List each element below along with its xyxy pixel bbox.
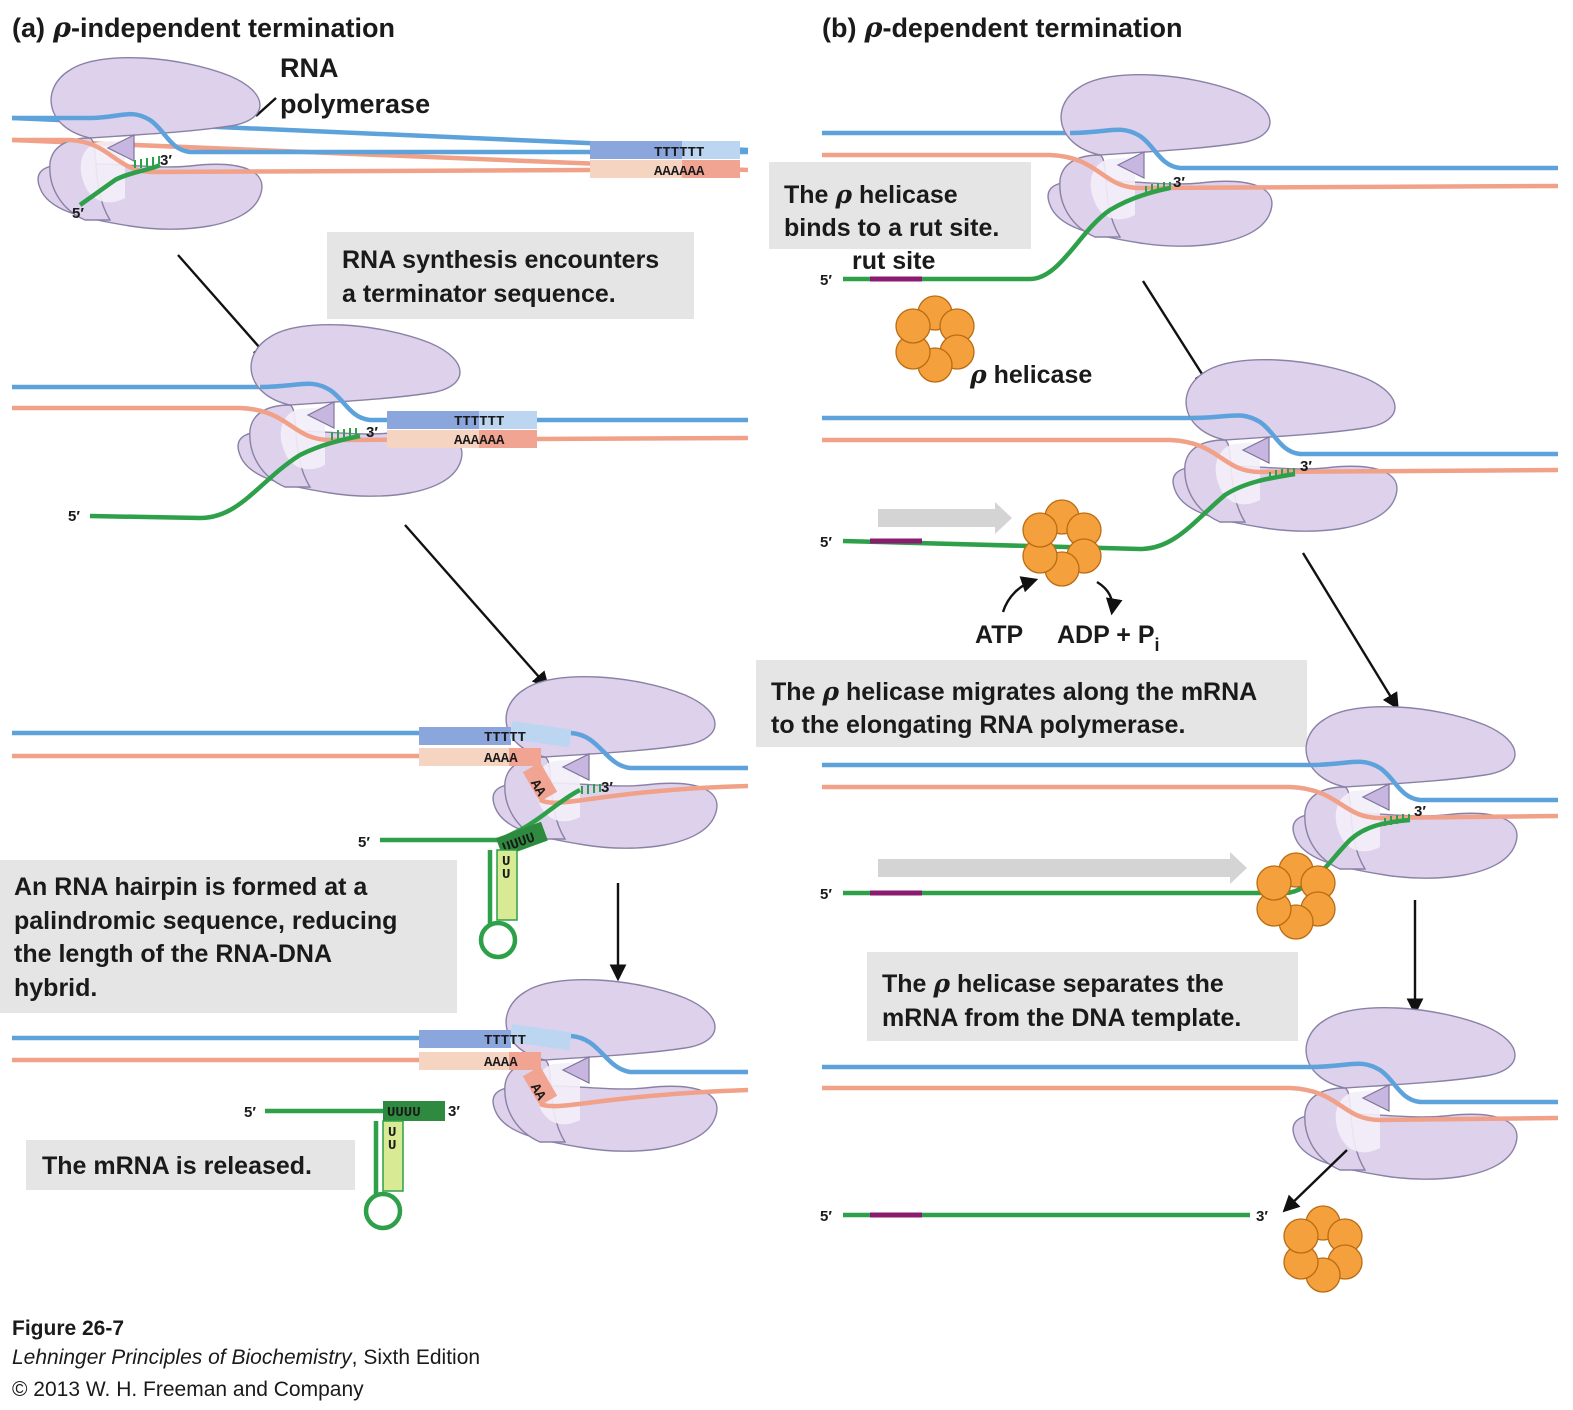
svg-text:5′: 5′ <box>820 272 832 289</box>
stage-b2: 3′ 5′ <box>820 358 1559 616</box>
panel-a-title: (a)ρ-independent termination <box>12 13 395 44</box>
svg-text:U: U <box>502 854 510 870</box>
rut-site-label: rut site <box>852 247 935 275</box>
svg-text:TTTTT: TTTTT <box>484 730 526 746</box>
svg-text:The mRNA is released.: The mRNA is released. <box>42 1152 312 1180</box>
caption-box-a3 <box>26 1140 355 1190</box>
svg-text:The ρ helicase migrates along: The ρ helicase migrates along the mRNA <box>771 677 1257 706</box>
svg-text:palindromic sequence, reducing: palindromic sequence, reducing <box>14 907 397 935</box>
svg-text:3′: 3′ <box>1173 174 1185 191</box>
svg-text:AAAA: AAAA <box>484 751 518 767</box>
svg-text:mRNA from the DNA template.: mRNA from the DNA template. <box>882 1004 1241 1032</box>
figure-number: Figure 26-7 <box>12 1317 124 1340</box>
svg-text:3′: 3′ <box>160 152 172 169</box>
rho-helicase-label: ρ helicase <box>969 360 1092 389</box>
svg-text:5′: 5′ <box>68 508 80 525</box>
svg-text:5′: 5′ <box>820 534 832 551</box>
caption-box-a1 <box>327 232 694 319</box>
svg-text:An RNA hairpin is formed at a: An RNA hairpin is formed at a <box>14 873 368 901</box>
caption-box-a2 <box>0 860 457 1013</box>
svg-text:5′: 5′ <box>72 205 84 222</box>
svg-text:The ρ helicase: The ρ helicase <box>784 180 958 209</box>
panel-b-title: (b)ρ-dependent termination <box>822 13 1182 44</box>
svg-text:TTTTTT: TTTTTT <box>454 414 504 430</box>
svg-text:5′: 5′ <box>820 1208 832 1225</box>
svg-text:U: U <box>388 1138 396 1154</box>
svg-text:3′: 3′ <box>1256 1208 1268 1225</box>
svg-text:TTTTT: TTTTT <box>484 1033 526 1049</box>
svg-text:a terminator sequence.: a terminator sequence. <box>342 280 616 308</box>
svg-text:3′: 3′ <box>366 424 378 441</box>
svg-text:5′: 5′ <box>358 834 370 851</box>
svg-text:the length of the RNA-DNA: the length of the RNA-DNA <box>14 940 332 968</box>
copyright: © 2013 W. H. Freeman and Company <box>12 1378 364 1401</box>
svg-text:3′: 3′ <box>1300 458 1312 475</box>
caption-box-b3 <box>867 952 1298 1041</box>
atp-label: ATP <box>975 621 1023 649</box>
svg-text:AAAAAA: AAAAAA <box>454 433 505 449</box>
stage-a1: TTTTTT AAAAAA 3′ 5′ <box>11 56 749 230</box>
rna-polymerase-label-1: RNA <box>280 53 339 83</box>
adp-label: ADP + Pi <box>1057 621 1160 655</box>
caption-box-b1 <box>769 162 1031 249</box>
svg-text:3′: 3′ <box>448 1103 460 1120</box>
svg-text:5′: 5′ <box>244 1104 256 1121</box>
svg-text:binds to a rut site.: binds to a rut site. <box>784 214 999 242</box>
stage-b1: 3′ 5′ <box>820 73 1559 383</box>
book-title: Lehninger Principles of Biochemistry, Si… <box>12 1346 480 1369</box>
rna-polymerase-label-2: polymerase <box>280 89 430 119</box>
svg-text:The ρ helicase separates the: The ρ helicase separates the <box>882 969 1224 998</box>
stage-a4: TTTTT AAAA AA 5′ UUUU 3′ U U <box>12 978 749 1231</box>
stage-a2: TTTTTT AAAAAA 3′ 5′ <box>12 323 749 525</box>
svg-text:AAAA: AAAA <box>484 1055 518 1071</box>
terminator-t-1: TTTTTT <box>654 145 704 161</box>
svg-text:3′: 3′ <box>1414 803 1426 820</box>
svg-text:U: U <box>502 867 510 883</box>
svg-text:3′: 3′ <box>601 779 613 796</box>
svg-text:RNA synthesis encounters: RNA synthesis encounters <box>342 246 659 274</box>
svg-text:AA: AA <box>526 1081 549 1104</box>
stage-b3: 3′ 5′ <box>820 705 1559 940</box>
stage-b4: 5′ 3′ <box>820 1006 1559 1293</box>
svg-text:U: U <box>388 1125 396 1141</box>
svg-text:5′: 5′ <box>820 886 832 903</box>
svg-text:hybrid.: hybrid. <box>14 974 97 1002</box>
svg-text:to the elongating RNA polymera: to the elongating RNA polymerase. <box>771 711 1185 739</box>
caption-box-b2 <box>756 660 1307 747</box>
svg-text:AA: AA <box>526 777 549 800</box>
svg-text:UUUU: UUUU <box>387 1105 421 1121</box>
terminator-a-1: AAAAAA <box>654 164 705 180</box>
